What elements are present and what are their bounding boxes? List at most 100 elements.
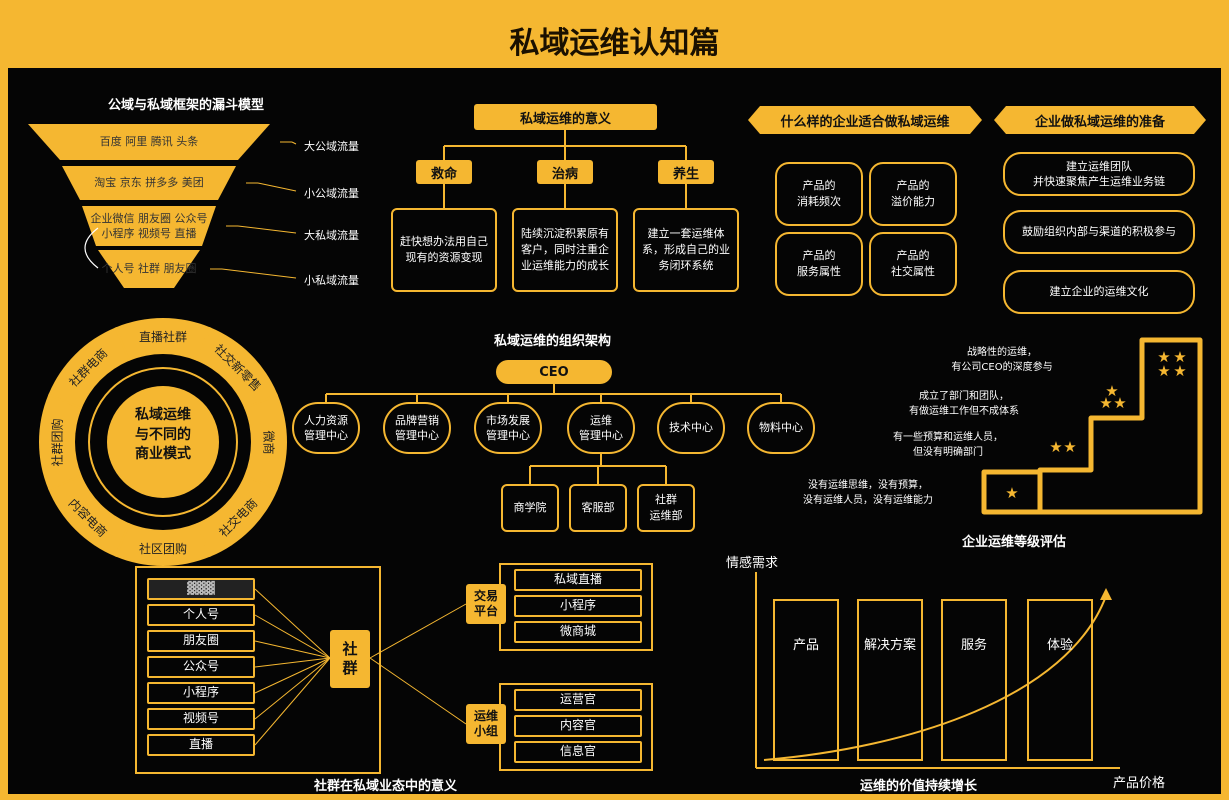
- ring-segment-label: 微商: [261, 430, 276, 455]
- prepare-title-shape: [994, 106, 1206, 134]
- ring-divider: [195, 327, 212, 362]
- group-label: 运维 小组: [466, 704, 506, 744]
- funnel-layer-label: 小私域流量: [304, 274, 359, 287]
- level-text: 没有运维思维，没有预算， 没有运维人员，没有运维能力: [803, 480, 933, 506]
- prepare-item: 鼓励组织内部与渠道的积极参与: [1003, 210, 1195, 254]
- community-source: 小程序: [147, 682, 255, 704]
- prepare-item: 建立运维团队 并快速聚焦产生运维业务链: [1003, 152, 1195, 196]
- hub-link-team: [369, 657, 467, 725]
- diagram-board: ★★★★★★★★★★ 公域与私域框架的漏斗模型 百度 阿里 腾讯 头条大公域流量…: [8, 68, 1221, 794]
- ring-divider: [48, 474, 83, 491]
- page-title: 私域运维认知篇: [509, 26, 720, 61]
- prepare-title: 企业做私域运维的准备: [1034, 115, 1165, 130]
- prepare-item: 建立企业的运维文化: [1003, 270, 1195, 314]
- funnel-layer: [82, 206, 216, 246]
- group-item: 信息官: [514, 741, 642, 763]
- funnel-title: 公域与私域框架的漏斗模型: [108, 98, 265, 113]
- meaning-body-box: 陆续沉淀积累原有客户，同时注重企业运维能力的成长: [512, 208, 618, 292]
- ring-center-text: 私域运维 与不同的 商业模式: [135, 407, 191, 463]
- meaning-body-box: 建立一套运维体系，形成自己的业务闭环系统: [633, 208, 739, 292]
- funnel-leader: [257, 182, 297, 192]
- org-title: 私域运维的组织架构: [494, 334, 612, 349]
- community-frame: [135, 566, 381, 774]
- org-dept: 物料中心: [747, 402, 815, 454]
- community-hub: 社 群: [330, 630, 370, 688]
- growth-xlabel: 产品价格: [1113, 776, 1166, 791]
- group-item: 小程序: [514, 595, 642, 617]
- levels-title: 企业运维等级评估: [962, 535, 1067, 550]
- meaning-head-box: 救命: [416, 160, 472, 184]
- growth-stage-box: [857, 599, 923, 761]
- community-link: [254, 588, 331, 659]
- ring-divider: [114, 327, 131, 362]
- org-dept: 运维 管理中心: [567, 402, 635, 454]
- community-link: [254, 657, 331, 720]
- star-icon: ★: [1173, 362, 1186, 380]
- growth-stage-label: 服务: [960, 638, 987, 653]
- ring-center: [107, 386, 219, 498]
- ring-divider: [243, 474, 278, 491]
- meaning-head-box: 养生: [658, 160, 714, 184]
- growth-ylabel: 情感需求: [726, 556, 779, 571]
- funnel-layer-text: 淘宝 京东 拼多多 美团: [94, 176, 204, 189]
- org-ceo: CEO: [496, 360, 612, 384]
- growth-stage-box: [1027, 599, 1093, 761]
- level-text: 战略性的运维， 有公司CEO的深度参与: [951, 347, 1053, 373]
- star-icon: ★: [1005, 484, 1018, 502]
- funnel-layer-text: 百度 阿里 腾讯 头条: [99, 135, 199, 148]
- group-item: 微商城: [514, 621, 642, 643]
- funnel-leader: [221, 268, 297, 279]
- meaning-body-box: 赶快想办法用自己现有的资源变现: [391, 208, 497, 292]
- growth-title: 运维的价值持续增长: [860, 779, 978, 794]
- star-icon: ★: [1157, 362, 1170, 380]
- community-link: [254, 614, 331, 659]
- meaning-title: 私域运维的意义: [474, 104, 657, 130]
- star-icon: ★: [1113, 394, 1126, 412]
- funnel-return-arrow: [84, 227, 99, 269]
- community-link: [254, 657, 331, 668]
- growth-stage-box: [941, 599, 1007, 761]
- ring-divider: [195, 522, 212, 557]
- community-source: ▓▓▓: [147, 578, 255, 600]
- org-dept: 技术中心: [657, 402, 725, 454]
- funnel-layer: [28, 124, 270, 160]
- growth-stage-label: 解决方案: [863, 638, 916, 653]
- growth-stage-label: 体验: [1046, 638, 1073, 653]
- suitable-title: 什么样的企业适合做私域运维: [780, 115, 950, 130]
- community-link: [254, 657, 331, 746]
- suitable-item: 产品的 溢价能力: [869, 162, 957, 226]
- suitable-item: 产品的 消耗频次: [775, 162, 863, 226]
- star-icon: ★: [1105, 382, 1118, 400]
- community-source: 视频号: [147, 708, 255, 730]
- funnel-layer-label: 小公域流量: [304, 187, 359, 200]
- star-icon: ★: [1099, 394, 1112, 412]
- funnel-layer: [62, 166, 236, 200]
- ring-divider: [114, 522, 131, 557]
- funnel-layer-text: 个人号 社群 朋友圈: [101, 262, 197, 275]
- community-link: [254, 640, 331, 659]
- growth-stage-label: 产品: [792, 638, 819, 653]
- group-item: 内容官: [514, 715, 642, 737]
- ring-segment-label: 社群团购: [50, 418, 65, 467]
- funnel-layer-label: 大私域流量: [304, 229, 359, 242]
- community-source: 朋友圈: [147, 630, 255, 652]
- star-icon: ★: [1157, 348, 1170, 366]
- connector-layer: ★★★★★★★★★★: [28, 106, 1206, 774]
- org-sub-dept: 社群 运维部: [637, 484, 695, 532]
- group-item: 运营官: [514, 689, 642, 711]
- suitable-title-shape: [748, 106, 982, 134]
- growth-stage-box: [773, 599, 839, 761]
- org-dept: 市场发展 管理中心: [474, 402, 542, 454]
- community-link: [254, 657, 331, 694]
- ring-segment-label: 社区团购: [138, 542, 187, 556]
- funnel-leader: [237, 225, 297, 234]
- ring-divider: [48, 393, 83, 410]
- community-source: 个人号: [147, 604, 255, 626]
- funnel-layer: [98, 250, 200, 288]
- growth-arrow-head: [1100, 588, 1112, 600]
- star-icon: ★: [1173, 348, 1186, 366]
- level-text: 成立了部门和团队， 有做运维工作但不成体系: [909, 391, 1019, 417]
- group-item: 私域直播: [514, 569, 642, 591]
- org-sub-dept: 客服部: [569, 484, 627, 532]
- growth-curve: [763, 595, 1107, 761]
